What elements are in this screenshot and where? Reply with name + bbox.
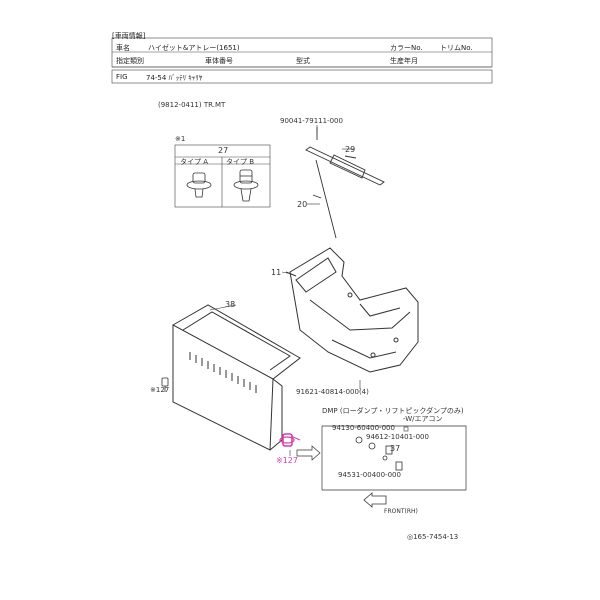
production-label: 生産年月 [390, 57, 418, 65]
callout-11: 11 [271, 268, 282, 277]
section-title: [車両情報] [112, 32, 146, 40]
aircon-note: -W/エアコン [403, 415, 443, 423]
part-91621-label: 91621-40814-000(4) [296, 388, 369, 396]
dmp-parts-drawing [355, 436, 403, 471]
callout-20: 20 [297, 200, 308, 209]
designation-label: 指定類別 [116, 57, 144, 65]
type-label: 型式 [296, 57, 310, 65]
model-value: ハイゼット&アトレー(1651) [148, 44, 240, 52]
dmp-detail-box [296, 425, 467, 491]
highlighted-clip-drawing [279, 433, 301, 447]
callout-37: 37 [390, 444, 401, 453]
cover-vent-slots [189, 352, 257, 393]
clip-type-a-drawing [186, 172, 212, 198]
header-table [111, 37, 493, 84]
ref-127-highlighted: ※127 [276, 456, 298, 465]
period-note: (9812-0411) TR.MT [158, 101, 226, 109]
fig-label: FIG [116, 73, 128, 81]
callout-29: 29 [345, 145, 356, 154]
ref-127-left: ※127 [150, 386, 170, 394]
trim-label: トリムNo. [440, 44, 473, 52]
rod-20-drawing [312, 159, 337, 239]
callout-38: 38 [225, 300, 236, 309]
front-arrow [363, 492, 387, 508]
clip-left-drawing [161, 377, 169, 392]
note-1: ※1 [175, 135, 186, 143]
leader-lines [209, 125, 361, 456]
part-90041-label: 90041-79111-000 [280, 117, 343, 125]
strap-29-drawing [305, 127, 385, 186]
clip-type-b-drawing [233, 169, 259, 202]
front-label: FRONT(RH) [384, 508, 418, 515]
fig-value: 74-54 ﾊﾞｯﾃﾘ ｷｬﾘﾔ [146, 74, 203, 82]
part-94531-label: 94531-00400-000 [338, 471, 401, 479]
detail-box-27 [174, 144, 271, 208]
chassis-label: 車体番号 [205, 57, 233, 65]
doc-number: ◎165-7454-13 [407, 533, 459, 541]
carrier-11-drawing [285, 247, 419, 373]
color-label: カラーNo. [390, 44, 423, 52]
type-a-label: タイプ A [180, 158, 209, 166]
dmp-note: DMP (ローダンプ・リフトピックダンプのみ) [322, 407, 464, 415]
detail-number-27: 27 [218, 146, 229, 155]
part-94130-label: 94130-60400-000 [332, 424, 395, 432]
part-94612-label: 94612-10401-000 [366, 433, 429, 441]
type-b-label: タイプ B [226, 158, 255, 166]
model-label: 車名 [116, 44, 130, 52]
cover-38-drawing [171, 304, 301, 451]
